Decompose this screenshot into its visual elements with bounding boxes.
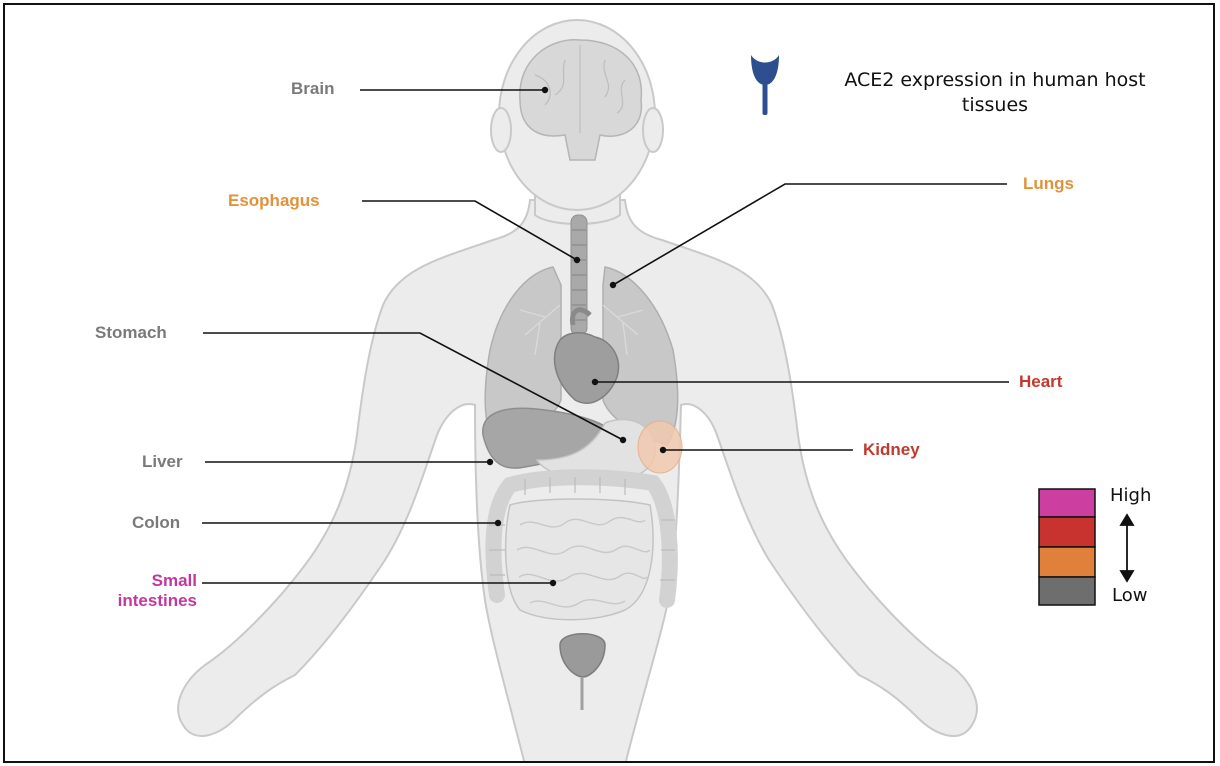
ace2-receptor-icon bbox=[751, 55, 779, 115]
scale-swatch-low bbox=[1039, 577, 1095, 605]
small-intestines-organ bbox=[506, 499, 653, 620]
scale-swatch-medium-low bbox=[1039, 547, 1095, 577]
figure-frame: ACE2 expression in human host tissues Hi… bbox=[3, 3, 1215, 763]
kidney-organ bbox=[638, 421, 682, 473]
label-small-intestines-line2: intestines bbox=[95, 591, 197, 611]
label-heart: Heart bbox=[1019, 372, 1062, 392]
label-lungs: Lungs bbox=[1023, 174, 1074, 194]
label-small-intestines-line1: Small bbox=[95, 571, 197, 591]
scale-low-label: Low bbox=[1112, 585, 1147, 606]
label-colon: Colon bbox=[132, 513, 180, 533]
legend-title-line2: tissues bbox=[805, 93, 1185, 118]
scale-high-label: High bbox=[1110, 485, 1151, 506]
label-kidney: Kidney bbox=[863, 440, 920, 460]
scale-swatch-high bbox=[1039, 489, 1095, 517]
label-small-intestines: Small intestines bbox=[95, 571, 197, 611]
label-brain: Brain bbox=[291, 79, 334, 99]
legend-title-line1: ACE2 expression in human host bbox=[805, 68, 1185, 93]
label-liver: Liver bbox=[142, 452, 183, 472]
label-stomach: Stomach bbox=[95, 323, 167, 343]
scale-arrow-icon bbox=[1121, 515, 1133, 581]
label-esophagus: Esophagus bbox=[228, 191, 320, 211]
legend-title: ACE2 expression in human host tissues bbox=[805, 68, 1185, 118]
scale-swatch-medium-high bbox=[1039, 517, 1095, 547]
